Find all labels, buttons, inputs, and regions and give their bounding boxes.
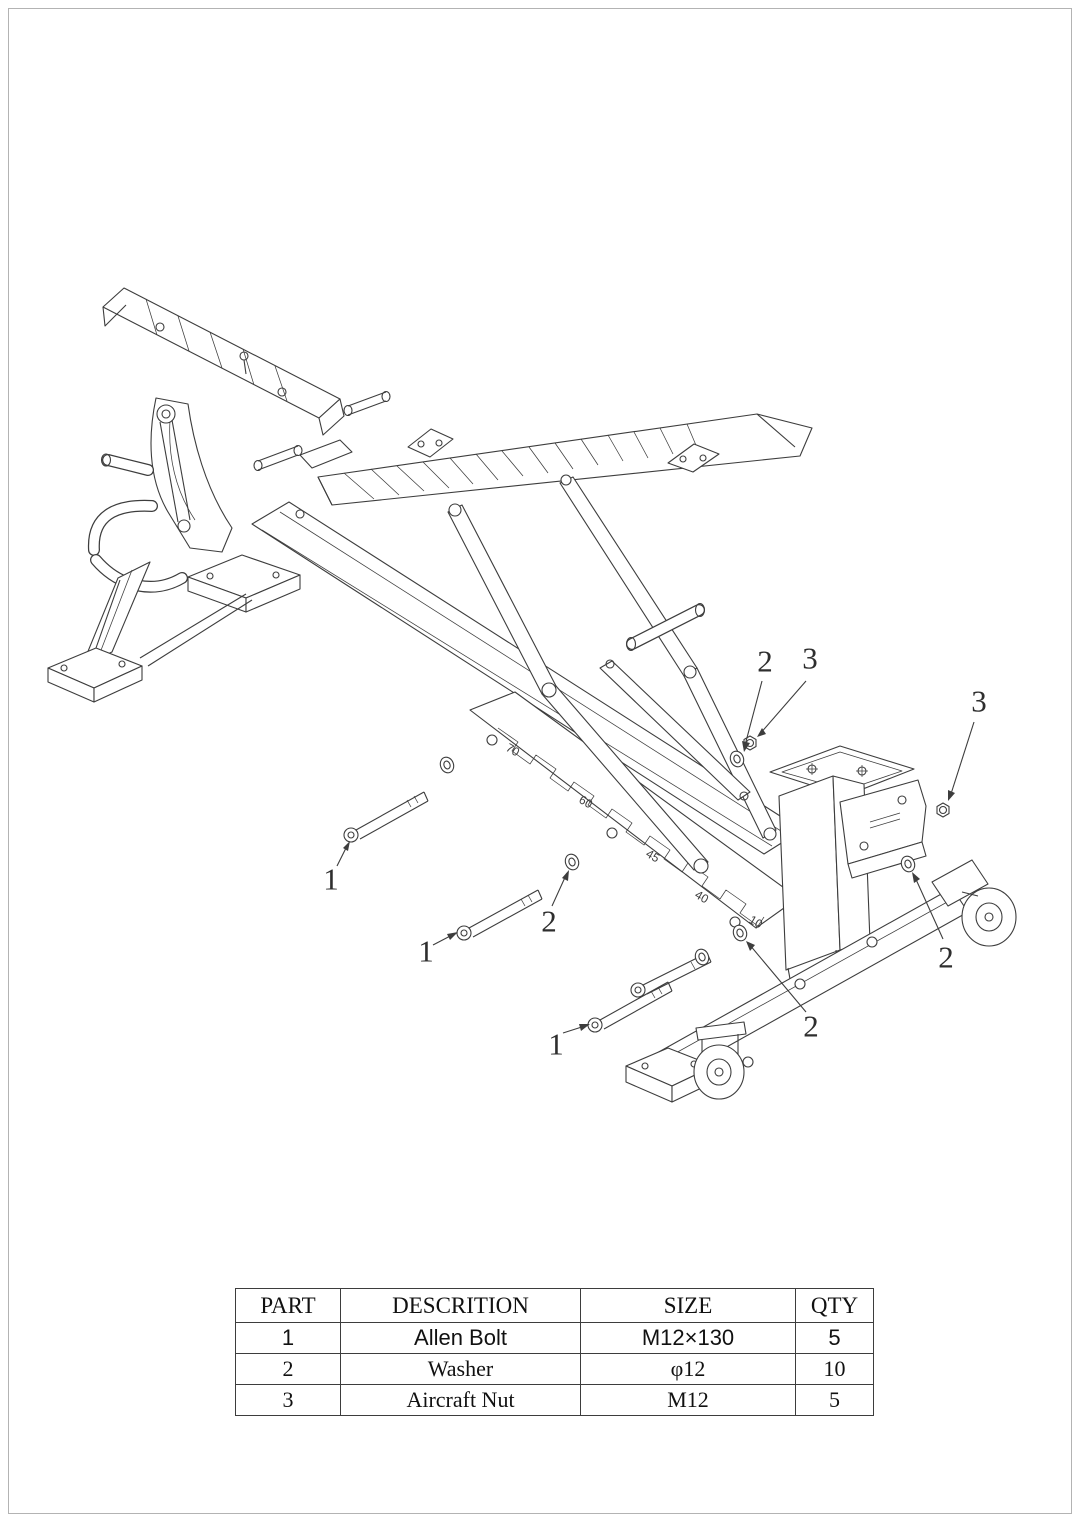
washer-5 xyxy=(729,750,745,768)
cell-size: φ12 xyxy=(580,1353,796,1385)
cell-size: M12 xyxy=(580,1384,796,1416)
left-support xyxy=(150,397,233,553)
cell-qty: 5 xyxy=(795,1384,874,1416)
rear-wheel xyxy=(961,887,1017,947)
leader-arrow xyxy=(562,870,569,881)
angle-label-60: 60 xyxy=(577,792,596,811)
cell-size: M12×130 xyxy=(580,1322,796,1354)
leader-arrow xyxy=(343,841,350,851)
callout-bolt-upper: 1 xyxy=(323,861,339,897)
leader-arrow xyxy=(912,872,920,883)
leader-arrow xyxy=(579,1024,590,1031)
cell-description: Aircraft Nut xyxy=(340,1384,581,1416)
parts-table-header-row: PART DESCRITION SIZE QTY xyxy=(235,1288,874,1323)
washer-2 xyxy=(564,853,580,871)
parts-table: PART DESCRITION SIZE QTY 1 Allen Bolt M1… xyxy=(235,1288,874,1416)
cell-part-number: 3 xyxy=(235,1384,341,1416)
angle-label-40: 40 xyxy=(693,887,712,906)
cell-part-number: 1 xyxy=(235,1322,341,1354)
aircraft-nut-2 xyxy=(936,802,950,818)
cell-description: Allen Bolt xyxy=(340,1322,581,1354)
callout-nut-top: 3 xyxy=(802,640,818,676)
axle-rod xyxy=(625,602,706,652)
header-part: PART xyxy=(235,1288,341,1323)
cell-qty: 5 xyxy=(795,1322,874,1354)
left-leg xyxy=(81,561,151,667)
leader-arrow xyxy=(447,932,458,940)
washer-6 xyxy=(900,855,916,873)
callout-bolt-lower: 1 xyxy=(548,1026,564,1062)
rail-hatching xyxy=(343,423,699,500)
header-size: SIZE xyxy=(580,1288,796,1323)
header-qty: QTY xyxy=(795,1288,874,1323)
allen-bolt-1 xyxy=(343,791,429,843)
table-row-aircraft-nut: 3 Aircraft Nut M12 5 xyxy=(235,1384,874,1416)
leader-arrow xyxy=(742,741,750,752)
table-row-washer: 2 Washer φ12 10 xyxy=(235,1353,874,1385)
mid-foot-pad xyxy=(139,554,301,667)
table-row-allen-bolt: 1 Allen Bolt M12×130 5 xyxy=(235,1322,874,1354)
leader-arrow xyxy=(746,941,755,951)
rail-bracket xyxy=(407,428,454,458)
rail-bracket xyxy=(667,443,720,473)
pivot-pin xyxy=(253,444,303,472)
backrest-beam xyxy=(102,287,345,436)
ladder-rack xyxy=(469,691,799,929)
angle-label-70: 70 xyxy=(504,740,523,759)
hinge-bracket xyxy=(239,351,353,469)
pivot-pin xyxy=(343,390,391,417)
callout-washer-top: 2 xyxy=(757,643,773,679)
washer-4 xyxy=(732,924,748,942)
angle-label-10: 10 xyxy=(747,912,766,931)
top-rail xyxy=(317,413,813,506)
angle-label-45: 45 xyxy=(644,846,663,865)
leader-arrow xyxy=(757,728,766,737)
callout-nut-right: 3 xyxy=(971,683,987,719)
front-wheel xyxy=(693,1021,754,1100)
header-description: DESCRITION xyxy=(340,1288,581,1323)
cell-part-number: 2 xyxy=(235,1353,341,1385)
callout-bolt-mid: 1 xyxy=(418,933,434,969)
leader-arrow xyxy=(948,790,955,801)
washer-3 xyxy=(694,948,710,966)
allen-bolt-3 xyxy=(587,981,673,1033)
washer-1 xyxy=(439,756,455,774)
left-foot-pad xyxy=(47,647,143,703)
callout-washer-mid: 2 xyxy=(541,903,557,939)
leader-lines xyxy=(336,680,975,1034)
callout-washer-lower: 2 xyxy=(803,1008,819,1044)
allen-bolt-2 xyxy=(456,889,543,941)
cell-qty: 10 xyxy=(795,1353,874,1385)
main-beam xyxy=(251,501,803,855)
cell-description: Washer xyxy=(340,1353,581,1385)
side-bracket xyxy=(839,779,927,879)
callout-washer-right: 2 xyxy=(938,939,954,975)
